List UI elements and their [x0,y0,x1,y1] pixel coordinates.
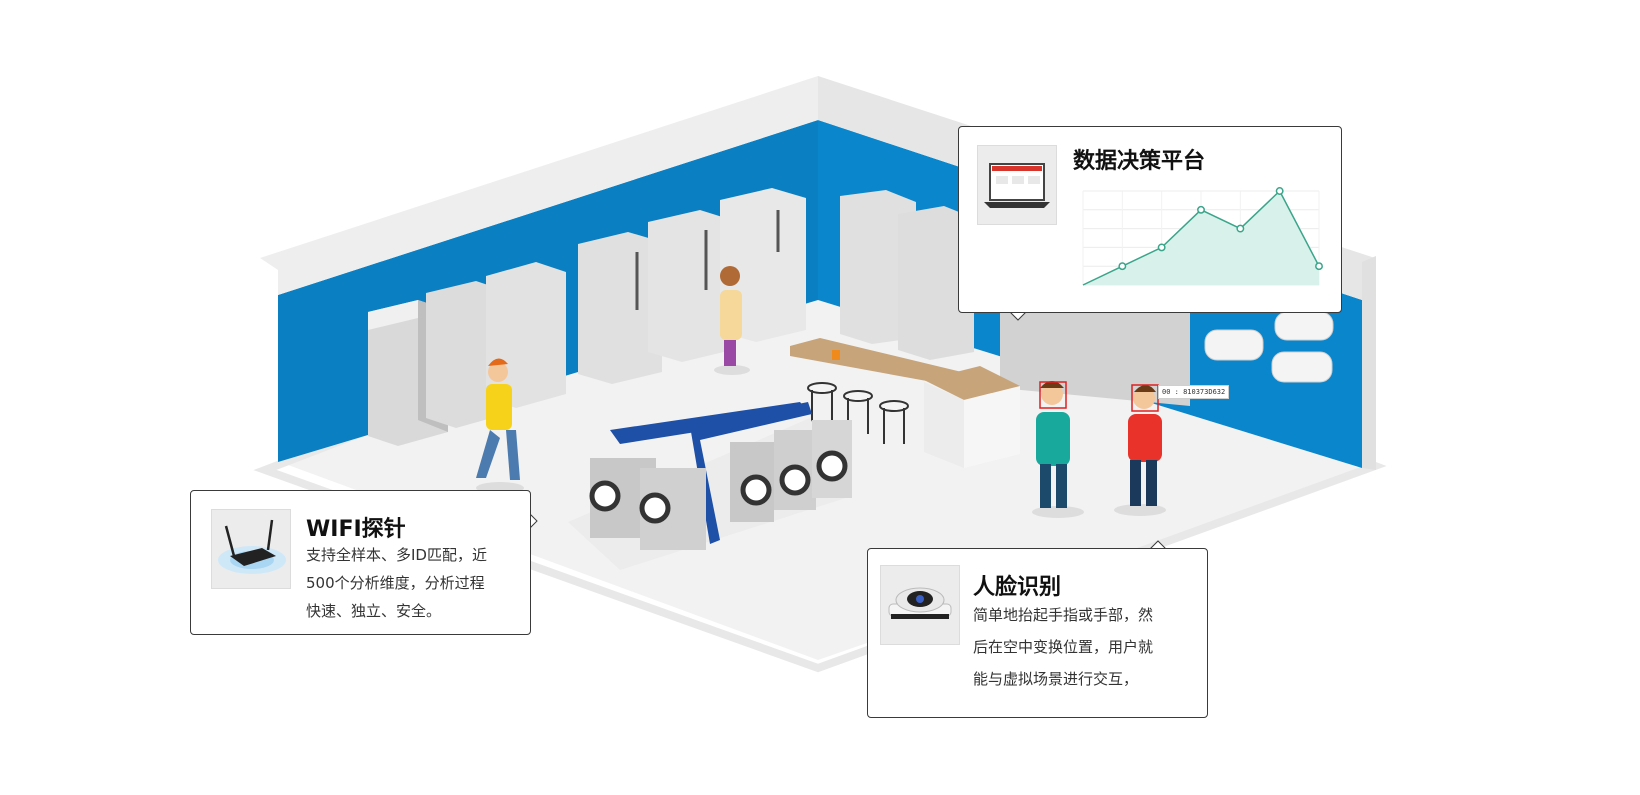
wifi-card-title: WIFI探针 [306,517,406,542]
face-card-desc: 简单地抬起手指或手部，然 后在空中变换位置，用户就 能与虚拟场景进行交互， [973,606,1154,688]
data-platform-card: 数据决策平台 [958,126,1342,313]
counter [790,338,1020,468]
air-conditioners [1204,311,1334,383]
person-red-shirt [1114,385,1166,516]
face-recognition-card: 人脸识别 简单地抬起手指或手部，然 后在空中变换位置，用户就 能与虚拟场景进行交… [867,548,1208,718]
wall-side-right [1362,256,1376,470]
person-standing-woman [714,266,750,375]
wall-cap-left [260,76,818,295]
chart-area [1083,191,1319,285]
platform-line-chart [1082,187,1323,286]
stools [807,382,909,444]
chart-point [1118,262,1127,271]
mac-address-tag: 00 : 810373D632 [1158,385,1230,399]
camera-icon [880,565,960,645]
chart-point [1315,262,1323,271]
chart-point [1275,187,1284,195]
wifi-probe-card: WIFI探针 支持全样本、多ID匹配，近 500个分析维度，分析过程 快速、独立… [190,490,531,635]
platform-card-title: 数据决策平台 [1073,149,1206,174]
right-fridges [840,190,1190,406]
face-card-title: 人脸识别 [973,575,1062,600]
chart-points [1118,187,1323,271]
wifi-router-icon [211,509,291,589]
wifi-card-desc: 支持全样本、多ID匹配，近 500个分析维度，分析过程 快速、独立、安全。 [306,546,487,620]
person-yellow-shirt [476,358,524,494]
chart-point [1236,224,1245,233]
washing-machines [568,402,852,570]
chart-point [1197,205,1205,214]
chart-point [1157,243,1166,252]
laptop-icon [977,145,1057,225]
face-detection-box-1 [1039,381,1067,409]
